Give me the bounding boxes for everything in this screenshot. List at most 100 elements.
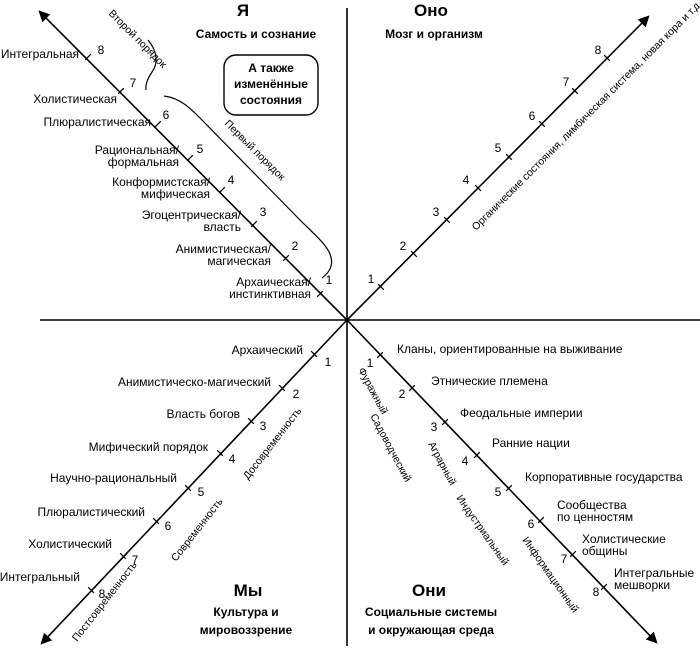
ll-tick-7	[119, 552, 127, 560]
lr-number-4: 4	[462, 454, 469, 468]
ul-title: Я	[237, 1, 249, 20]
ll-level-label-5: Научно-рациональный	[50, 471, 177, 485]
altered-states-line3: состояния	[240, 93, 302, 107]
lr-diagonal	[346, 319, 658, 644]
lr-stage-horticultural: Садоводческий	[367, 412, 413, 484]
ul-diagonal	[38, 10, 348, 321]
ll-tick-2	[278, 384, 286, 392]
ur-number-3: 3	[433, 205, 440, 219]
lr-level-label-7-line1: Холистические	[582, 532, 666, 546]
ul-number-3: 3	[260, 205, 267, 219]
ul-number-7: 7	[130, 76, 137, 90]
ul-level-label-8-line1: Интегральная	[1, 47, 79, 61]
lr-tick-1	[376, 351, 384, 359]
lr-level-label-6-line1: Сообщества	[557, 498, 627, 512]
ur-tick-3	[443, 216, 451, 224]
ul-tick-8	[84, 53, 92, 61]
ll-number-6: 6	[165, 519, 172, 533]
ll-subtitle-line1: Культура и	[213, 605, 278, 619]
ul-level-label-6-line1: Плюралистическая	[44, 115, 152, 129]
lr-number-1: 1	[367, 356, 374, 370]
ul-number-4: 4	[228, 173, 235, 187]
lr-tick-8	[600, 583, 608, 591]
lr-number-7: 7	[561, 552, 568, 566]
ll-stage-modern: Современность	[169, 496, 226, 564]
lr-number-3: 3	[431, 420, 438, 434]
lr-level-label-5-line1: Корпоративные государства	[525, 470, 683, 484]
ul-level-label-2-line2: магическая	[207, 254, 271, 268]
ul-level-label-7-line1: Холистическая	[33, 92, 117, 106]
lr-level-label-3-line1: Феодальные империи	[460, 406, 583, 420]
ll-tick-8	[87, 586, 95, 594]
ul-level-label-1-line2: инстинктивная	[229, 287, 311, 301]
lr-title: Они	[412, 581, 446, 600]
ul-level-label-5-line2: формальная	[108, 155, 179, 169]
lr-level-label-7-line2: общины	[582, 544, 627, 558]
ll-level-label-3: Власть богов	[167, 407, 240, 421]
ur-subtitle: Мозг и организм	[385, 27, 483, 41]
lr-number-6: 6	[528, 517, 535, 531]
lr-tick-3	[441, 418, 449, 426]
lr-stage-industrial: Индустриальный	[454, 493, 512, 568]
ll-level-label-6: Плюралистический	[38, 505, 145, 519]
lr-level-label-6-line2: по ценностям	[557, 510, 633, 524]
second-order-bracket	[145, 39, 157, 91]
lr-level-label-8-line1: Интегральные	[614, 566, 695, 580]
ur-number-7: 7	[563, 75, 570, 89]
ur-title: Оно	[414, 1, 448, 20]
ul-number-6: 6	[163, 108, 170, 122]
lr-stage-informational: Информационный	[520, 535, 581, 615]
ul-tick-7	[117, 87, 125, 95]
lr-level-label-4-line1: Ранние нации	[492, 436, 570, 450]
ll-subtitle-line2: мировоззрение	[200, 623, 293, 637]
ul-number-5: 5	[197, 142, 204, 156]
ll-number-7: 7	[132, 553, 139, 567]
lr-level-label-2-line1: Этнические племена	[431, 374, 548, 388]
lr-number-5: 5	[495, 485, 502, 499]
ul-tick-6	[154, 120, 162, 128]
lr-tick-4	[473, 451, 481, 459]
lr-number-8: 8	[593, 585, 600, 599]
lr-stage-agrarian: Аграрный	[425, 440, 458, 488]
ur-number-1: 1	[368, 272, 375, 286]
lr-stage-foraging: Фуражный	[355, 366, 390, 417]
ur-tick-4	[474, 184, 482, 192]
ll-number-8: 8	[99, 587, 106, 601]
ll-level-label-7: Холистический	[28, 537, 112, 551]
lr-number-2: 2	[399, 387, 406, 401]
ll-level-label-8: Интегральный	[0, 570, 80, 584]
ur-number-4: 4	[463, 173, 470, 187]
lr-subtitle-line2: и окружающая среда	[368, 623, 494, 637]
second-order-label: Второй порядок	[106, 8, 169, 71]
ul-level-label-2-line1: Анимистическая/	[176, 242, 272, 256]
lr-tick-5	[505, 484, 513, 492]
ll-level-label-4: Мифический порядок	[89, 440, 209, 454]
lr-tick-7	[569, 550, 577, 558]
ul-tick-2	[282, 254, 290, 262]
lr-level-label-8-line2: мешворки	[614, 578, 670, 592]
ll-title: Мы	[234, 581, 263, 600]
altered-states-line1: А также	[248, 61, 294, 75]
lr-subtitle-line1: Социальные системы	[365, 605, 497, 619]
ul-level-label-3-line2: власть	[203, 220, 241, 234]
lr-tick-2	[408, 384, 416, 392]
ul-level-label-5-line1: Рациональная/	[95, 143, 180, 157]
ur-tick-5	[505, 153, 513, 161]
ul-tick-5	[186, 154, 194, 162]
altered-states-box	[223, 54, 319, 116]
ll-number-3: 3	[260, 419, 267, 433]
ll-tick-4	[216, 449, 224, 457]
ul-level-label-4-line2: мифическая	[141, 187, 210, 201]
ur-tick-6	[538, 120, 546, 128]
ul-level-label-4-line1: Конформистская/	[112, 175, 211, 189]
ur-number-2: 2	[400, 239, 407, 253]
ul-number-1: 1	[326, 273, 333, 287]
ll-number-4: 4	[229, 452, 236, 466]
level-marks-layer: 1Архаическая/инстинктивная2Анимистическа…	[0, 43, 695, 601]
ul-tick-1	[316, 290, 324, 298]
ll-level-label-1: Архаический	[232, 343, 303, 357]
ll-tick-6	[152, 517, 160, 525]
ll-number-1: 1	[325, 355, 332, 369]
ur-number-8: 8	[595, 43, 602, 57]
